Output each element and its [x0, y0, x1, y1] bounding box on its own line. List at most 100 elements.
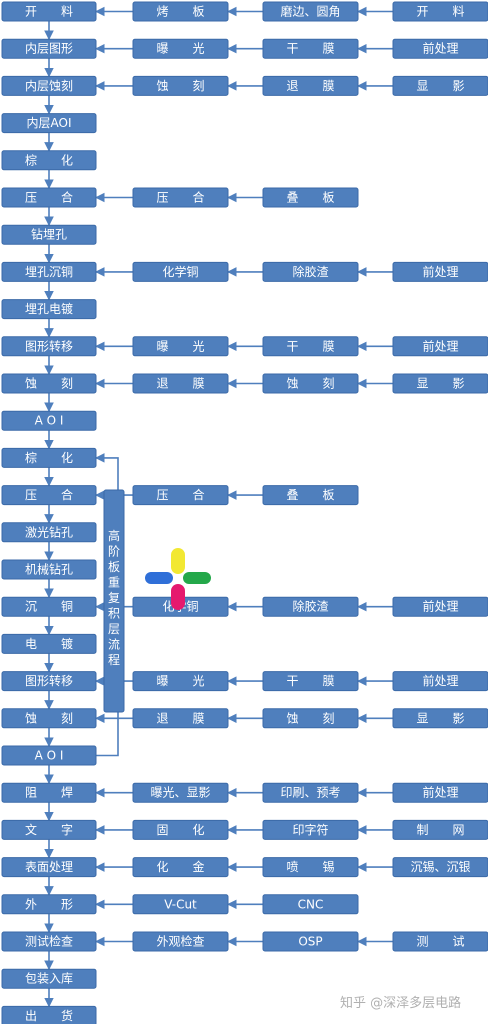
sub-step: 蚀 刻: [262, 708, 359, 729]
main-step-label: 钻埋孔: [31, 227, 67, 242]
side-label-char: 重: [108, 576, 120, 590]
main-step-label: 测试检查: [25, 934, 73, 949]
sub-step-label: 前处理: [422, 785, 458, 800]
sub-step-label: 沉锡、沉银: [410, 859, 470, 874]
side-label-char: 流: [108, 638, 120, 652]
sub-step-label: 退 膜: [156, 377, 204, 391]
sub-step-label: 干 膜: [286, 339, 334, 353]
main-step: A O I: [1, 745, 97, 766]
sub-step: 退 膜: [262, 75, 359, 96]
sub-step-label: 蚀 刻: [286, 711, 334, 725]
main-step: 外 形: [1, 894, 97, 915]
sub-step-label: 磨边、圆角: [280, 5, 340, 19]
sub-step-label: 外观检查: [156, 934, 204, 949]
sub-step: 印刷、预考: [262, 782, 359, 803]
sub-step: 前处理: [392, 671, 488, 692]
main-step-label: 图形转移: [25, 338, 73, 353]
main-step-label: 压 合: [25, 487, 73, 502]
main-step-label: 蚀 刻: [25, 711, 73, 725]
sub-step: 叠 板: [262, 485, 359, 506]
sub-step-label: V-Cut: [164, 897, 197, 911]
sub-step: 退 膜: [132, 373, 229, 394]
main-step: 内层AOI: [1, 113, 97, 134]
main-step-label: A O I: [35, 749, 64, 763]
sub-step: 前处理: [392, 261, 488, 282]
sub-step: 曝 光: [132, 671, 229, 692]
main-step: 开 料: [1, 1, 97, 22]
sub-step: 前处理: [392, 38, 488, 59]
sub-step: 压 合: [132, 485, 229, 506]
sub-step: 曝 光: [132, 38, 229, 59]
main-step-label: 内层蚀刻: [25, 79, 73, 93]
main-step-label: 机械钻孔: [25, 562, 73, 577]
sub-step: 前处理: [392, 336, 488, 357]
sub-step: 显 影: [392, 373, 488, 394]
sub-step: 曝光、显影: [132, 782, 229, 803]
main-step: 电 镀: [1, 633, 97, 654]
sub-step: 蚀 刻: [262, 373, 359, 394]
main-step: 内层蚀刻: [1, 75, 97, 96]
sub-step-label: 前处理: [422, 673, 458, 688]
main-step: 沉 铜: [1, 596, 97, 617]
main-step-label: 出 货: [25, 1008, 73, 1023]
sub-step-label: 显 影: [416, 79, 464, 93]
main-step: 包装入库: [1, 968, 97, 989]
main-step: 棕 化: [1, 447, 97, 468]
main-step: 蚀 刻: [1, 708, 97, 729]
sub-step: 前处理: [392, 782, 488, 803]
sub-step: 喷 锡: [262, 857, 359, 878]
main-step: 机械钻孔: [1, 559, 97, 580]
sub-step-label: 压 合: [156, 190, 204, 205]
sub-step: CNC: [262, 894, 359, 915]
sub-step-label: 显 影: [416, 711, 464, 725]
sub-step: 化学铜: [132, 261, 229, 282]
sub-step-label: 曝光、显影: [150, 786, 210, 800]
watermark: 知乎 @深泽多层电路: [340, 996, 462, 1011]
main-step-label: 内层AOI: [27, 116, 72, 130]
app-logo-icon: [145, 548, 211, 610]
sub-step-label: 叠 板: [286, 191, 334, 205]
sub-step-label: 前处理: [422, 338, 458, 353]
sub-step-label: 叠 板: [286, 488, 334, 502]
main-step: 蚀 刻: [1, 373, 97, 394]
main-step: 激光钻孔: [1, 522, 97, 543]
sub-step: 制 网: [392, 819, 488, 840]
main-step-label: 埋孔电镀: [25, 302, 73, 316]
sub-step-label: CNC: [298, 897, 324, 911]
main-step-label: A O I: [35, 414, 64, 428]
sub-step-label: 曝 光: [156, 42, 204, 56]
sub-step-label: 开 料: [416, 5, 464, 19]
main-step-label: 压 合: [25, 190, 73, 205]
sub-step: 除胶渣: [262, 596, 359, 617]
main-step-label: 棕 化: [25, 450, 73, 465]
main-step-label: 开 料: [25, 5, 73, 19]
sub-step: 化 金: [132, 857, 229, 878]
main-step: 埋孔电镀: [1, 299, 97, 320]
sub-step-label: 喷 锡: [286, 859, 334, 874]
sub-step-label: 显 影: [416, 377, 464, 391]
sub-step-label: 干 膜: [286, 42, 334, 56]
main-step: 埋孔沉铜: [1, 261, 97, 282]
side-label-char: 积: [108, 607, 120, 621]
sub-step: 固 化: [132, 819, 229, 840]
sub-step-label: 除胶渣: [292, 264, 328, 279]
sub-step: 前处理: [392, 596, 488, 617]
main-step: 内层图形: [1, 38, 97, 59]
sub-step-label: 压 合: [156, 487, 204, 502]
main-step-label: 棕 化: [25, 152, 73, 167]
sub-step-label: 固 化: [156, 823, 204, 837]
sub-step-label: 除胶渣: [292, 599, 328, 614]
main-step: 压 合: [1, 187, 97, 208]
sub-step-label: 曝 光: [156, 674, 204, 688]
sub-step: OSP: [262, 931, 359, 952]
sub-step-label: 曝 光: [156, 339, 204, 353]
sub-step-label: 测 试: [416, 934, 464, 949]
main-step-label: 激光钻孔: [25, 524, 73, 539]
main-step: 图形转移: [1, 336, 97, 357]
sub-step-label: 退 膜: [286, 79, 334, 93]
sub-step-label: 烤 板: [156, 4, 204, 19]
sub-step: 干 膜: [262, 38, 359, 59]
main-step-label: 阻 焊: [25, 785, 73, 800]
